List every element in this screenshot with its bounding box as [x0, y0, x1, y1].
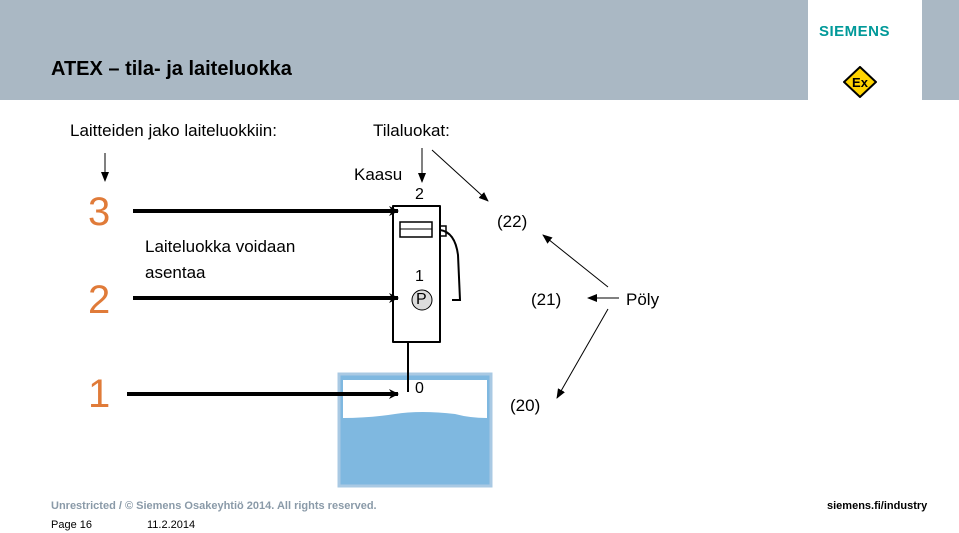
install-label-line2: asentaa: [145, 263, 206, 282]
pump-p-label: P: [416, 291, 427, 308]
category-2: 2: [88, 278, 111, 322]
dust-to-22-arrow: [542, 234, 609, 288]
footer-url[interactable]: siemens.fi/industry: [827, 500, 928, 512]
dust-label: Pöly: [626, 290, 660, 309]
gas-zone-1: 1: [415, 268, 424, 285]
device-split-label: Laitteiden jako laiteluokkiin:: [70, 121, 277, 140]
dust-to-20-arrow: [556, 308, 609, 399]
footer-page-number: Page 16: [51, 519, 92, 531]
ex-hazard-icon: Ex: [843, 66, 877, 98]
dust-zone-arrow: [431, 149, 489, 202]
dust-zone-21: (21): [531, 290, 562, 309]
gas-label: Kaasu: [354, 165, 403, 184]
zones-label: Tilaluokat:: [373, 121, 450, 140]
gas-zone-2: 2: [415, 186, 424, 203]
footer-copyright: Unrestricted / © Siemens Osakeyhtiö 2014…: [51, 500, 377, 512]
category-3: 3: [88, 190, 111, 234]
category-1: 1: [88, 372, 111, 416]
gas-zone-0: 0: [415, 380, 424, 397]
footer-date: 11.2.2014: [147, 519, 196, 531]
dust-zone-20: (20): [510, 396, 541, 415]
header-bar: [0, 0, 959, 100]
dust-zone-22: (22): [497, 212, 528, 231]
siemens-logo: SIEMENS: [819, 23, 891, 40]
install-label-line1: Laiteluokka voidaan: [145, 237, 296, 256]
page-title: ATEX – tila- ja laiteluokka: [51, 58, 292, 80]
ex-logo-text: Ex: [852, 75, 869, 90]
